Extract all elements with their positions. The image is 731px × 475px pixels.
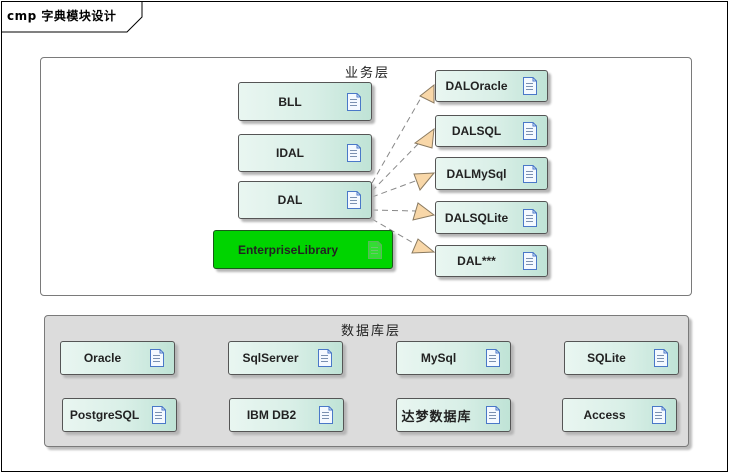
component-label: DALSQL [451,124,502,138]
document-icon [150,349,164,367]
arrowhead-dalother [411,238,436,254]
component-bll[interactable]: BLL [238,82,372,121]
document-icon [523,164,537,183]
component-mysql[interactable]: MySql [396,341,511,375]
component-label: DALOracle [445,79,508,93]
link-dal-dalother [371,218,416,245]
document-icon [652,406,666,424]
component-dal-other[interactable]: DAL*** [435,245,548,277]
component-label: PostgreSQL [69,408,140,422]
document-icon [319,406,333,424]
package-title: 数据库层 [341,324,402,339]
component-label: DALSQLite [444,210,509,225]
component-access[interactable]: Access [562,398,677,432]
document-icon [523,122,537,140]
component-dameng[interactable]: 达梦数据库 [396,398,511,432]
document-icon [486,349,500,367]
component-sqlite[interactable]: SQLite [564,341,679,375]
component-label: IDAL [276,146,304,160]
component-label: 达梦数据库 [401,409,472,425]
document-icon [152,406,166,424]
package-title: 业务层 [345,66,391,81]
component-label: BLL [278,94,302,109]
link-dal-dalmysql [371,179,419,198]
component-dal-mysql[interactable]: DALMySql [435,157,548,190]
frame-title-tab [1,1,143,33]
component-dal-sqlite[interactable]: DALSQLite [435,201,548,234]
document-icon [318,349,332,367]
component-enterprise-library[interactable]: EnterpriseLibrary [213,230,393,269]
document-icon [347,92,361,111]
document-icon [523,252,537,270]
component-label: SQLite [587,351,626,365]
link-dal-daloracle [371,95,423,184]
arrowhead-dalsql [413,127,435,149]
arrowhead-dalmysql [413,172,436,191]
component-label: DAL*** [457,254,496,268]
component-dal[interactable]: DAL [238,181,372,219]
document-icon [523,77,537,95]
arrowhead-dalsqlite [412,202,436,221]
component-idal[interactable]: IDAL [238,134,372,172]
component-label: SqlServer [242,351,299,365]
component-label: DALMySql [446,166,507,181]
component-oracle[interactable]: Oracle [60,341,175,375]
component-label: IBM DB2 [246,408,297,422]
component-label: DAL [277,193,303,207]
component-label: Oracle [83,351,122,365]
component-dal-sql[interactable]: DALSQL [435,115,548,147]
component-postgresql[interactable]: PostgreSQL [62,398,177,432]
link-dal-dalsqlite [371,209,417,212]
frame-title: cmp 字典模块设计 [7,9,117,23]
document-icon [486,406,500,424]
document-icon [347,191,361,209]
document-icon [523,208,537,227]
arrowhead-daloracle [419,83,435,104]
component-sqlserver[interactable]: SqlServer [228,341,343,375]
component-label: MySql [420,351,457,365]
document-icon [654,349,668,367]
document-icon [368,240,382,259]
component-ibm-db2[interactable]: IBM DB2 [229,398,344,432]
component-label: Access [583,408,626,422]
document-icon [347,144,361,162]
link-dal-dalsql [371,139,423,192]
component-label: EnterpriseLibrary [237,242,339,257]
component-dal-oracle[interactable]: DALOracle [435,70,548,102]
